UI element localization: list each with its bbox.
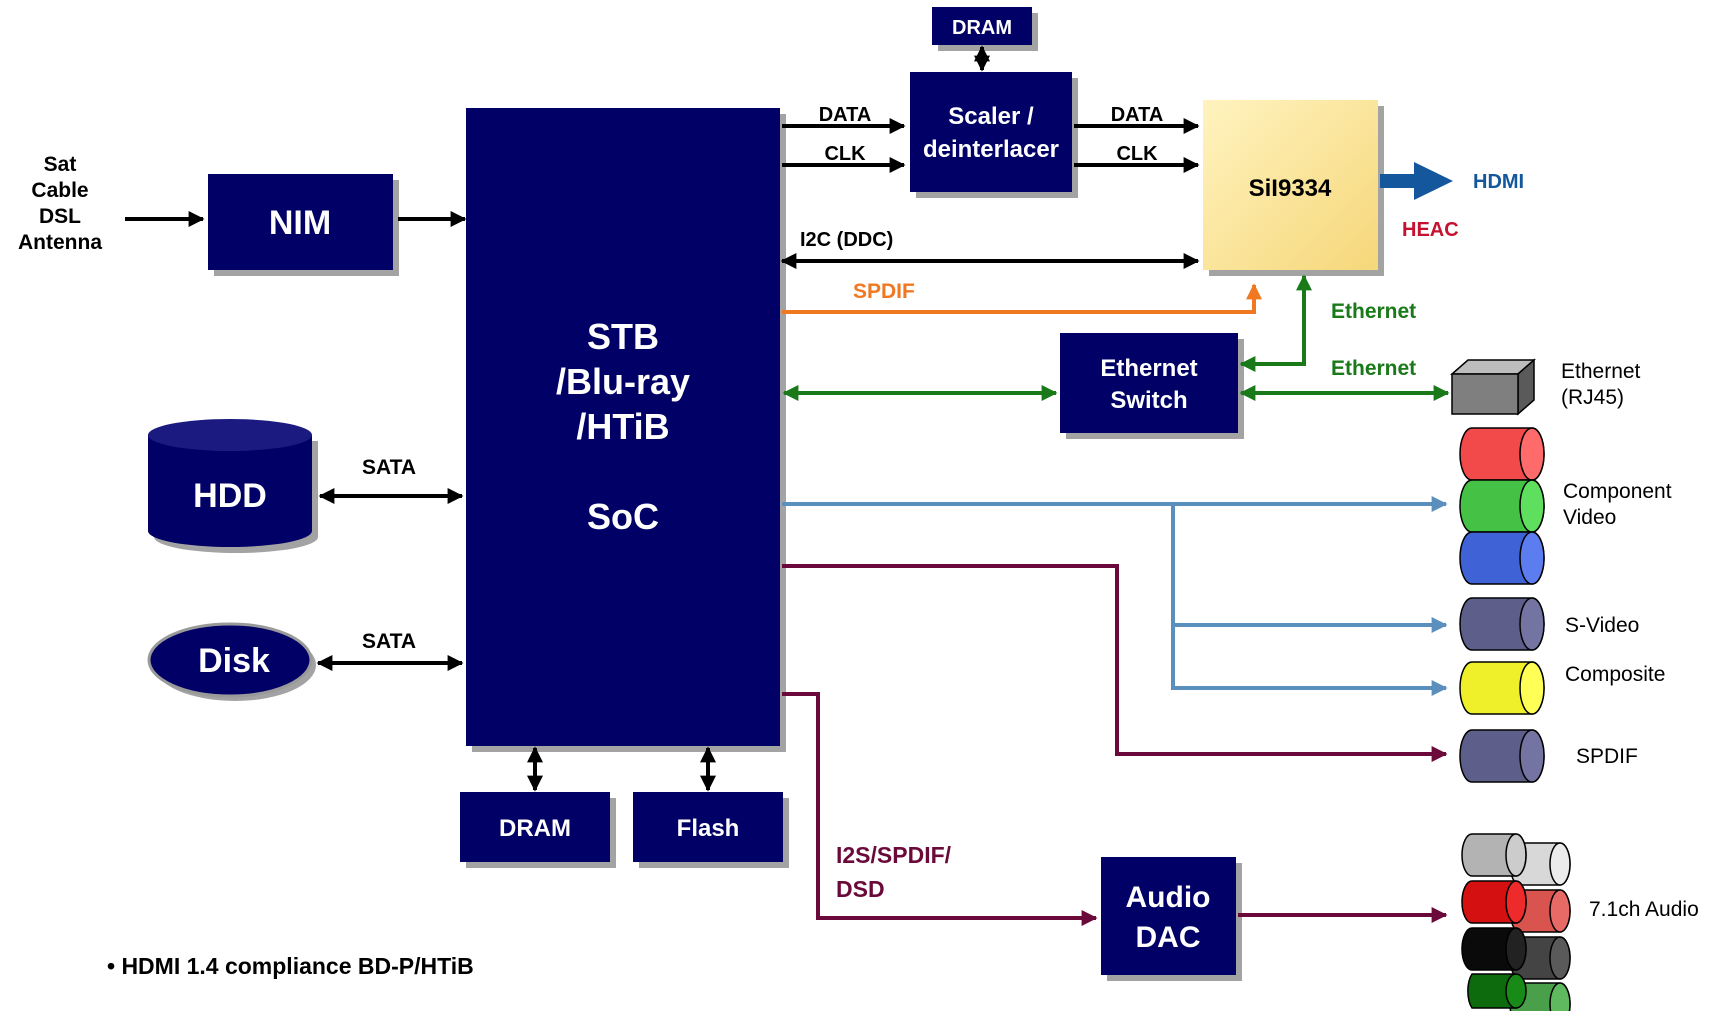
audio-71ch-connectors-icon [1461,833,1571,1011]
sata-label-disk: SATA [362,630,416,653]
dram-top-label: DRAM [952,17,1012,39]
soc-label-line2: /Blu-ray [556,361,690,402]
heac-label: HEAC [1402,219,1459,241]
data-label-2: DATA [1111,104,1164,126]
i2s-label-line2: DSD [836,876,885,902]
spdif-signal-label: SPDIF [853,280,915,303]
spdif-output-line [782,564,1448,762]
source-dsl: DSL [39,205,81,228]
hdmi-label: HDMI [1473,171,1524,193]
ethernet-switch-block: Ethernet Switch [1060,333,1244,439]
video-line-composite [1171,625,1448,696]
component-video-connectors-icon [1459,427,1545,585]
dram-bottom-label: DRAM [499,815,571,842]
flash-label: Flash [677,815,740,842]
soc-label-line5: SoC [587,496,659,537]
clk-label-1: CLK [824,143,866,165]
ethernet-switch-label-line2: Switch [1110,387,1187,414]
audio-dac-label-line2: DAC [1136,921,1201,954]
component-video-label-line1: Component [1563,480,1672,503]
hdd-cylinder: HDD [148,419,318,553]
video-line-svideo [1171,504,1448,633]
disk-label: Disk [198,642,270,680]
audio-71ch-label: 7.1ch Audio [1589,898,1699,921]
composite-label: Composite [1565,663,1665,686]
hdmi-output-arrow [1380,162,1453,200]
switch-to-sil-ethernet-line [1239,274,1312,372]
spdif-connector-icon [1459,729,1545,783]
hdd-label: HDD [193,477,267,515]
source-antenna: Antenna [18,231,102,254]
ethernet-label-right: Ethernet [1331,357,1416,380]
audio-dac-block: Audio DAC [1101,857,1242,981]
source-label-list: Sat Cable DSL Antenna [18,153,102,254]
clk-label-2: CLK [1116,143,1158,165]
dram-bottom-block: DRAM [460,792,616,868]
i2c-label: I2C (DDC) [800,229,893,251]
composite-connector-icon [1459,661,1545,715]
soc-block: STB /Blu-ray /HTiB SoC [466,108,786,752]
scaler-block: Scaler / deinterlacer [910,72,1078,198]
sata-label-hdd: SATA [362,456,416,479]
sil9334-label: SiI9334 [1249,175,1332,202]
ethernet-switch-label-line1: Ethernet [1100,355,1197,382]
audio-dac-label-line1: Audio [1126,881,1211,914]
disk-ellipse: Disk [147,622,316,701]
i2s-line [782,692,1098,926]
ethernet-output-label-line1: Ethernet [1561,360,1641,383]
footnote: • HDMI 1.4 compliance BD-P/HTiB [107,953,474,979]
i2s-label-line1: I2S/SPDIF/ [836,842,952,868]
soc-label-line1: STB [587,316,659,357]
soc-label-line3: /HTiB [576,406,669,447]
source-cable: Cable [31,179,88,202]
scaler-label-line1: Scaler / [948,103,1034,130]
svideo-connector-icon [1459,597,1545,651]
nim-label: NIM [269,204,331,242]
svideo-label: S-Video [1565,614,1639,637]
data-label-1: DATA [819,104,872,126]
sil9334-block: SiI9334 [1203,100,1384,276]
scaler-label-line2: deinterlacer [923,136,1059,163]
spdif-output-label: SPDIF [1576,745,1638,768]
ethernet-output-label-line2: (RJ45) [1561,386,1624,409]
component-video-label-line2: Video [1563,506,1616,529]
nim-block: NIM [208,174,399,276]
source-sat: Sat [44,153,77,176]
flash-block: Flash [633,792,789,868]
rj45-connector-icon [1450,358,1536,416]
ethernet-label-up: Ethernet [1331,300,1416,323]
dram-top-block: DRAM [932,7,1038,51]
